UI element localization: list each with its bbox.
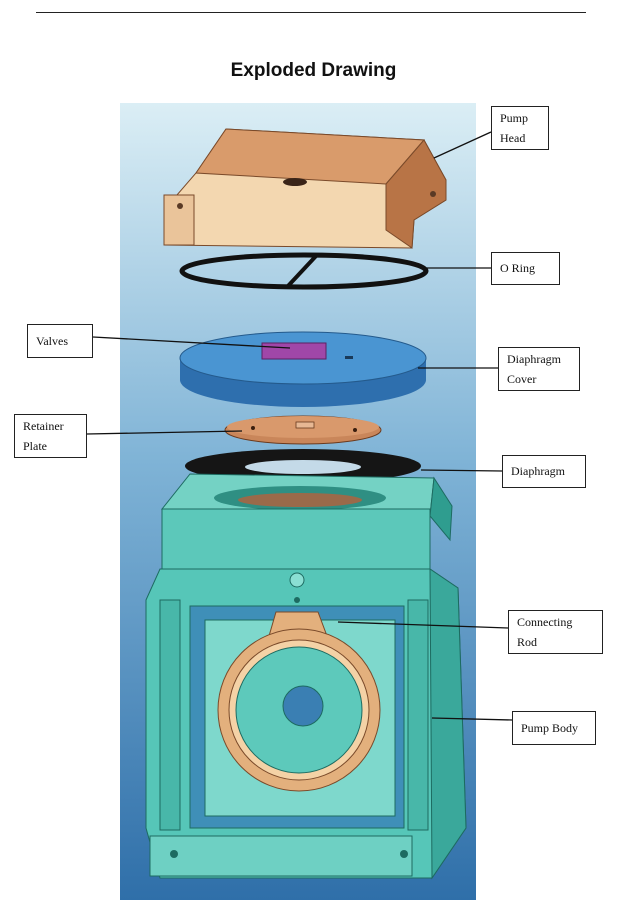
valves-part [261,342,327,360]
callout-pump-body-line1: Pump Body [521,721,579,735]
callout-pump-head: Pump Head [491,106,549,150]
header-rule [36,12,586,13]
callout-connecting-rod: Connecting Rod [508,610,603,654]
retainer-plate-part [224,415,382,445]
callout-diaphragm-cover-line1: Diaphragm [507,352,561,366]
pump-head-part [163,128,447,249]
callout-retainer-plate: Retainer Plate [14,414,87,458]
callout-pump-body: Pump Body [512,711,596,745]
callout-o-ring: O Ring [491,252,560,285]
callout-pump-head-line2: Head [500,131,526,145]
callout-retainer-plate-line2: Plate [23,439,47,453]
callout-valves: Valves [27,324,93,358]
callout-connecting-rod-line1: Connecting [517,615,573,629]
callout-diaphragm-cover: Diaphragm Cover [498,347,580,391]
page-title: Exploded Drawing [230,60,397,81]
callout-diaphragm-line1: Diaphragm [511,464,565,478]
callout-connecting-rod-line2: Rod [517,635,538,649]
callout-valves-line1: Valves [36,334,68,348]
callout-leader-lines [86,131,513,721]
callout-o-ring-line1: O Ring [500,261,536,275]
diaphragm-cover-part [179,331,427,407]
callout-pump-head-line1: Pump [500,111,529,125]
connecting-rod-part [217,611,381,792]
o-ring-part [179,252,429,290]
callout-retainer-plate-line1: Retainer [23,419,64,433]
callout-diaphragm: Diaphragm [502,455,586,488]
callout-diaphragm-cover-line2: Cover [507,372,537,386]
